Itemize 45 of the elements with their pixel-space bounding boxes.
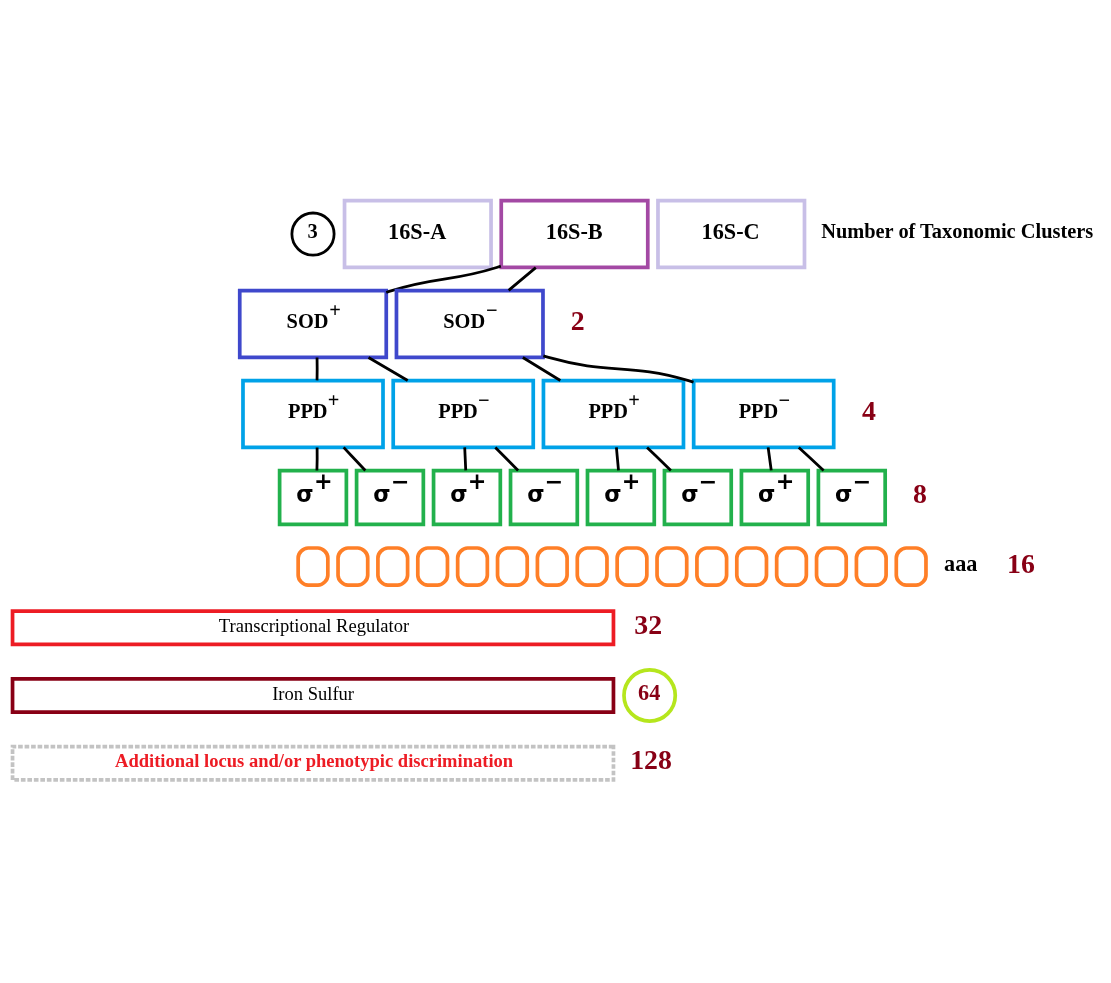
connector (315, 357, 319, 381)
connector (494, 446, 520, 472)
node-box (455, 546, 490, 587)
node-box (296, 546, 330, 587)
label: 16 (1007, 547, 1035, 579)
node-box: 16S-A (342, 198, 493, 270)
node-box (854, 546, 888, 587)
node-box (535, 546, 569, 587)
node-box: 16S-C (656, 198, 807, 270)
node-box (495, 546, 530, 587)
label: Number of Taxonomic Clusters (821, 220, 1094, 243)
connector (367, 356, 409, 382)
label: aaa (944, 551, 978, 577)
node-box: Transcriptional Regulator (10, 609, 616, 647)
node-circle: 64 (622, 668, 678, 723)
node-box (695, 546, 729, 587)
node-box (734, 546, 769, 587)
connector (385, 264, 502, 294)
connector (615, 447, 620, 471)
node-circle: 3 (290, 211, 336, 257)
connector (543, 354, 694, 384)
node-box: 16S-B (499, 198, 650, 270)
connector (797, 446, 825, 472)
node-box: Iron Sulfur (10, 676, 616, 715)
node-box (894, 546, 928, 587)
node-box (615, 546, 649, 587)
label: 8 (912, 478, 927, 510)
connector (766, 447, 773, 471)
label: 128 (630, 744, 672, 776)
node-box (774, 546, 809, 587)
connector (522, 356, 562, 382)
label: 4 (861, 395, 876, 427)
connector (315, 447, 319, 471)
node-box (336, 546, 370, 587)
node-box (415, 546, 450, 587)
node-box: Additional locus and/or phenotypic discrimination (10, 744, 616, 782)
connector (463, 447, 468, 471)
node-box (814, 546, 849, 587)
connector (646, 446, 672, 472)
connector (342, 446, 367, 472)
node-box (376, 546, 410, 587)
node-box (655, 546, 689, 587)
label: 2 (570, 305, 585, 337)
label: 32 (634, 608, 663, 640)
node-box (575, 546, 609, 587)
